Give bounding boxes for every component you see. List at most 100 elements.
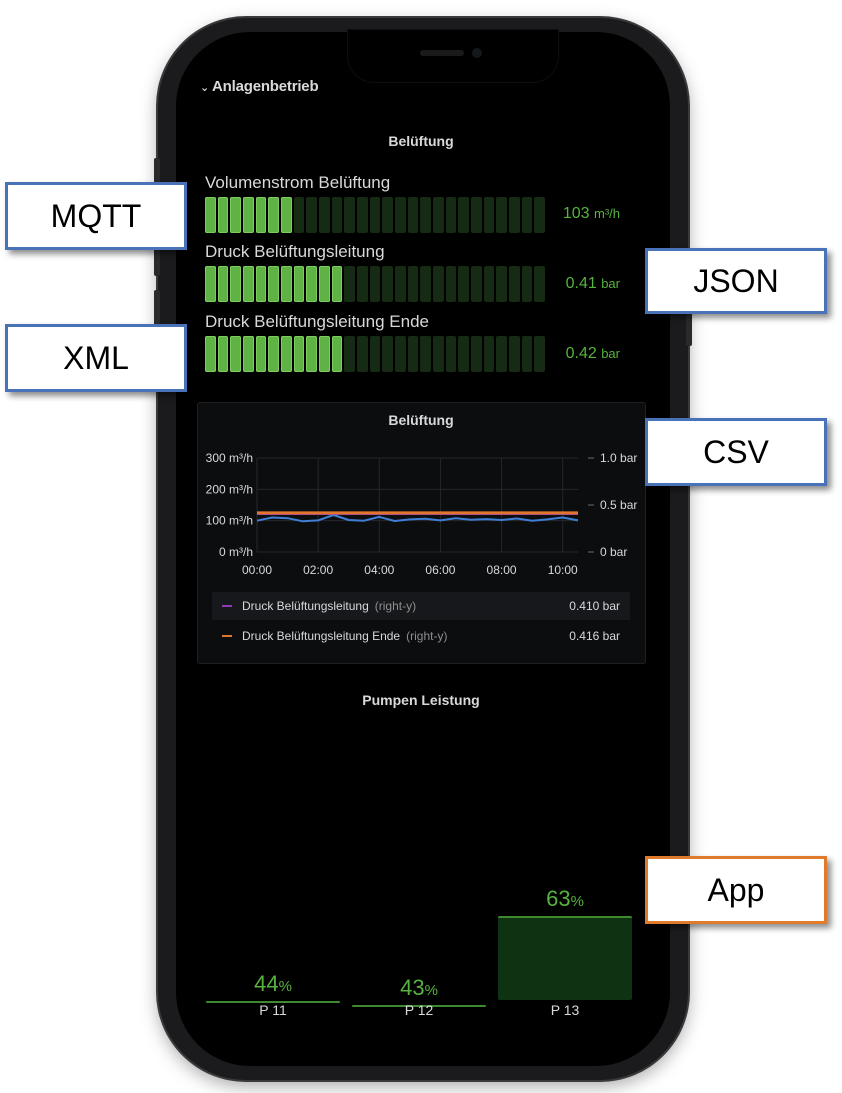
gauge-segment (445, 197, 457, 233)
front-camera (472, 48, 482, 58)
gauge-value-pressure: 0.41 bar (565, 275, 620, 292)
gauge-segment (281, 197, 292, 233)
gauge-segment (230, 336, 242, 372)
tag-mqtt: MQTT (5, 182, 187, 250)
legend-item-pressure[interactable]: Druck Belüftungsleitung (right-y) 0.410 … (212, 592, 630, 620)
gauge-segment (420, 336, 432, 372)
gauge-pressure-end (205, 336, 546, 372)
gauge-segment (433, 266, 444, 302)
pump-bar (352, 1005, 486, 1008)
gauge-airflow (205, 197, 546, 233)
mute-switch (154, 158, 160, 188)
speaker (420, 50, 464, 56)
legend-swatch-purple (222, 605, 232, 607)
gauge-segment (217, 266, 229, 302)
gauge-segment (344, 266, 356, 302)
gauge-segment (458, 336, 470, 372)
row-title: Anlagenbetrieb (212, 78, 319, 95)
gauge-segment (458, 197, 470, 233)
gauge-segment (205, 336, 216, 372)
tag-csv: CSV (645, 418, 827, 486)
gauge-segment (509, 197, 520, 233)
gauge-segment (369, 197, 381, 233)
gauge-segment (382, 197, 394, 233)
bar-category-label: P 12 (404, 1002, 434, 1018)
legend-value: 0.410 bar (569, 599, 620, 613)
gauge-segment (205, 266, 216, 302)
gauge-segment (217, 197, 229, 233)
gauge-segment (521, 266, 533, 302)
gauge-segment (458, 266, 470, 302)
gauge-segment (534, 266, 546, 302)
notch (348, 30, 558, 82)
gauge-segment (255, 336, 267, 372)
gauge-segment (534, 336, 546, 372)
legend-axis: (right-y) (406, 629, 448, 643)
gauge-segment (255, 266, 267, 302)
gauge-segment (496, 266, 508, 302)
gauge-segment (243, 266, 254, 302)
volume-down-button (154, 290, 160, 350)
gauge-segment (534, 197, 546, 233)
bar-category-label: P 13 (550, 1002, 580, 1018)
gauge-segment (230, 266, 242, 302)
gauge-segment (281, 266, 292, 302)
gauge-segment (331, 336, 343, 372)
gauge-segment (521, 197, 533, 233)
gauge-segment (205, 197, 216, 233)
bar-category-label: P 11 (259, 1002, 287, 1018)
tag-app: App (645, 856, 827, 924)
gauge-value-airflow: 103 m³/h (562, 205, 620, 222)
panel-title-pumps: Pumpen Leistung (362, 692, 480, 708)
gauge-segment (331, 197, 343, 233)
gauge-segment (483, 197, 495, 233)
gauge-segment (306, 197, 318, 233)
gauge-segment (268, 336, 280, 372)
legend-swatch-orange (222, 635, 232, 637)
gauge-segment (230, 197, 242, 233)
gauge-segment (445, 266, 457, 302)
gauge-segment (255, 197, 267, 233)
panel-title-ventilation: Belüftung (388, 133, 454, 149)
gauge-segment (407, 197, 419, 233)
gauge-segment (509, 336, 520, 372)
gauge-segment (293, 336, 305, 372)
gauge-label-pressure: Druck Belüftungsleitung (205, 242, 385, 261)
legend-axis: (right-y) (374, 599, 417, 613)
gauge-segment (420, 266, 432, 302)
gauge-segment (369, 266, 381, 302)
gauge-segment (433, 336, 444, 372)
legend-name: Druck Belüftungsleitung Ende (242, 629, 401, 643)
gauge-segment (420, 197, 432, 233)
graph-panel (197, 402, 646, 664)
gauge-label-airflow: Volumenstrom Belüftung (205, 173, 391, 192)
legend-name: Druck Belüftungsleitung (242, 599, 369, 613)
gauge-segment (344, 336, 356, 372)
gauge-segment (306, 266, 318, 302)
gauge-segment (357, 336, 368, 372)
gauge-segment (268, 266, 280, 302)
row-header-anlagenbetrieb[interactable]: ⌄Anlagenbetrieb (200, 78, 319, 95)
gauge-segment (331, 266, 343, 302)
legend-value: 0.416 bar (569, 629, 620, 643)
gauge-segment (293, 266, 305, 302)
gauge-segment (521, 336, 533, 372)
gauge-segment (483, 266, 495, 302)
chevron-down-icon: ⌄ (200, 82, 210, 94)
gauge-segment (293, 197, 305, 233)
gauge-segment (369, 336, 381, 372)
gauge-segment (509, 266, 520, 302)
gauge-segment (407, 266, 419, 302)
gauge-segment (357, 266, 368, 302)
gauge-segment (496, 197, 508, 233)
tag-xml: XML (5, 324, 187, 392)
gauge-segment (217, 336, 229, 372)
gauge-segment (319, 336, 330, 372)
gauge-segment (433, 197, 444, 233)
gauge-segment (319, 266, 330, 302)
gauge-segment (243, 197, 254, 233)
gauge-segment (268, 197, 280, 233)
bar-value-label: 63% (546, 885, 584, 911)
legend-item-pressure-end[interactable]: Druck Belüftungsleitung Ende (right-y) 0… (212, 622, 630, 650)
gauge-segment (471, 266, 482, 302)
